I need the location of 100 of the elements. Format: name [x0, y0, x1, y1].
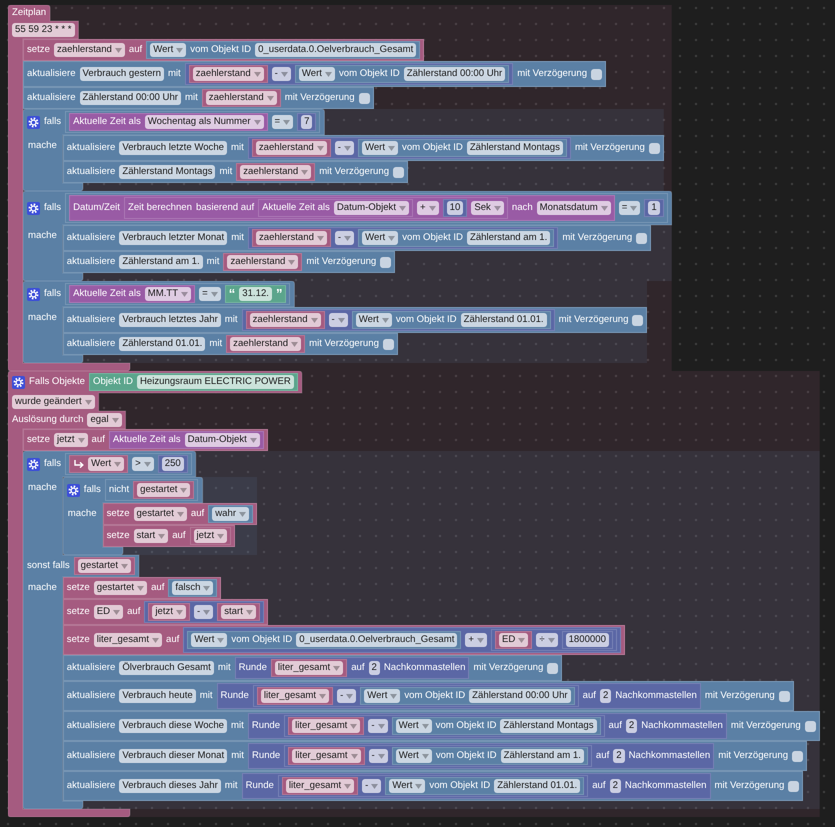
block-label: aktualisiere: [66, 662, 116, 674]
dropdown-select: Wert: [364, 689, 400, 703]
block-label: vom Objekt ID: [231, 634, 292, 646]
dropdown-select: zaehlerstand: [250, 313, 321, 327]
dropdown-select: jetzt: [152, 605, 186, 619]
text-block: [224, 285, 286, 303]
block-label: falls: [44, 202, 62, 214]
dropdown-select: Wert: [389, 779, 426, 793]
block-label: mache: [68, 508, 97, 520]
update-block: [62, 655, 562, 681]
block-label: mit Verzögerung: [718, 750, 788, 762]
block-label: mit: [200, 690, 213, 702]
text-field: Zählerstand am 1.: [466, 231, 550, 245]
block-label: Aktuelle Zeit als: [73, 288, 141, 300]
block-label: mit: [231, 232, 244, 244]
update-block: [62, 307, 648, 333]
variable-block: [288, 717, 364, 735]
dropdown-select: liter_gesamt: [292, 719, 360, 733]
arithmetic-block: [184, 63, 514, 85]
block-label: mit: [231, 142, 244, 154]
block-label: falls: [44, 458, 62, 470]
comparison-block: [65, 193, 668, 223]
dropdown-select: liter_gesamt: [94, 633, 162, 647]
arithmetic-block: [144, 601, 264, 623]
text-field: Heizungsraum ELECTRIC POWER: [136, 375, 294, 389]
number-block: [644, 199, 664, 217]
dropdown-select: Wert: [298, 67, 335, 81]
dropdown-select: egal: [87, 413, 122, 427]
text-field: 2: [610, 779, 621, 793]
quote-mark: “: [228, 288, 236, 300]
number-block: [158, 455, 188, 473]
comparison-block: [65, 453, 192, 475]
block-label: mit Verzögerung: [562, 232, 632, 244]
block-label: auf: [592, 780, 606, 792]
update-block: [62, 333, 398, 355]
text-field: Verbrauch dieser Monat: [119, 749, 228, 763]
block-label: Nachkommastellen: [615, 690, 697, 702]
block-label: mache: [28, 312, 57, 324]
dropdown-select: MM.TT: [144, 287, 192, 301]
dropdown-select: gestartet: [94, 581, 148, 595]
dropdown-select: jetzt: [54, 433, 88, 447]
dropdown-select: Wert: [191, 633, 228, 647]
block-label: mache: [28, 230, 57, 242]
boolean-block: [168, 579, 218, 597]
block-label: setze: [106, 530, 130, 542]
arithmetic-block: [284, 715, 605, 737]
time-block: [69, 113, 268, 131]
set-variable-block: [62, 577, 222, 599]
value-block: [358, 139, 567, 157]
value-block: [392, 747, 588, 765]
block-label: setze: [66, 634, 90, 646]
block-label: Nachkommastellen: [384, 662, 466, 674]
update-block: [62, 251, 396, 273]
block-label: aktualisiere: [66, 780, 116, 792]
text-field: 0_userdata.0.Oelverbrauch_Gesamt: [255, 43, 416, 57]
comparison-block: [65, 111, 320, 133]
dropdown-select: start: [221, 605, 256, 619]
block-label: Runde: [220, 690, 249, 702]
block-label: auf: [608, 720, 622, 732]
text-field: 250: [162, 457, 184, 471]
text-field: 0_userdata.0.Oelverbrauch_Gesamt: [296, 633, 458, 647]
dropdown-select: =: [618, 201, 640, 215]
block-label: aktualisiere: [66, 166, 116, 178]
block-label: mit: [224, 780, 238, 792]
block-label: setze: [27, 434, 50, 446]
dropdown-select: gestartet: [78, 559, 132, 573]
block-label: falls: [44, 288, 62, 300]
block-label: mit: [168, 68, 181, 80]
update-block: [62, 741, 808, 771]
text-field: Verbrauch letzte Woche: [119, 141, 228, 155]
dropdown-select: ED: [94, 605, 124, 619]
dropdown-select: zaehlerstand: [206, 91, 277, 105]
block-label: mit Verzögerung: [284, 92, 355, 104]
block-label: setze: [66, 606, 90, 618]
text-field: 2: [613, 749, 625, 763]
variable-block: [246, 311, 325, 329]
value-block: [392, 717, 601, 735]
variable-block: [282, 777, 358, 795]
text-field: Zählerstand 00:00 Uhr: [80, 91, 181, 105]
dropdown-select: +: [417, 201, 439, 215]
text-field: Zählerstand 00:00 Uhr: [469, 689, 571, 703]
set-variable-block: [102, 503, 258, 525]
text-field: 7: [301, 115, 312, 129]
block-label: aktualisiere: [66, 690, 116, 702]
block-label: mit: [185, 92, 198, 104]
value-block: [146, 41, 420, 59]
value-block: [385, 777, 584, 795]
if-block: [23, 451, 820, 809]
block-label: Runde: [238, 662, 267, 674]
quote-mark: ”: [276, 288, 282, 300]
text-field: Verbrauch gestern: [80, 67, 164, 81]
block-label: auf: [596, 750, 610, 762]
round-block: [248, 713, 727, 739]
arithmetic-block: [284, 745, 592, 767]
not-block: [104, 479, 198, 501]
block-label: Falls Objekte: [29, 376, 85, 388]
arithmetic-block: [242, 309, 555, 331]
block-label: auf: [127, 606, 140, 618]
block-label: mit Verzögerung: [306, 256, 376, 268]
block-label: auf: [582, 690, 596, 702]
